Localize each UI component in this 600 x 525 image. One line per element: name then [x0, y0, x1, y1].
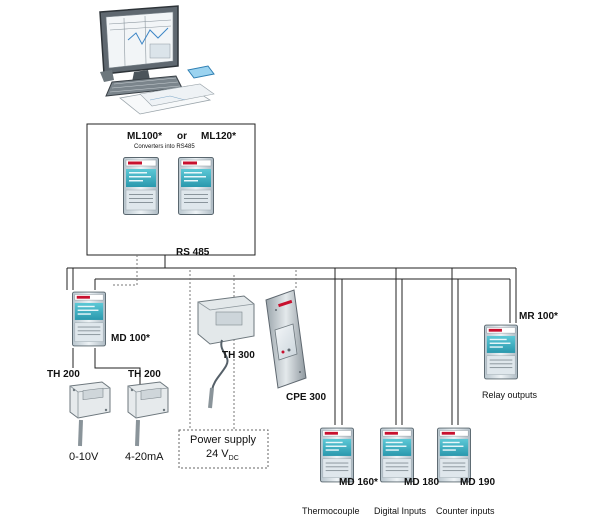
ml100-label: ML100* — [127, 131, 163, 142]
th200-transmitter-b-icon — [127, 381, 169, 419]
md160-label: MD 160* — [339, 477, 378, 488]
md160-module-icon — [320, 427, 354, 483]
th200-a-label: TH 200 — [47, 369, 80, 380]
converters-subtitle: Converters into RS485 — [134, 144, 195, 150]
output-0-10v-label: 0-10V — [69, 451, 99, 463]
th300-label: TH 300 — [222, 350, 255, 361]
relay-outputs-label: Relay outputs — [482, 390, 538, 400]
power-supply-label: Power supply — [190, 434, 257, 446]
md190-module-icon — [437, 427, 471, 483]
power-supply-box — [178, 429, 269, 469]
or-label: or — [177, 131, 187, 142]
ml120-module-icon — [178, 156, 214, 216]
mr100-label: MR 100* — [519, 311, 558, 322]
th200-b-label: TH 200 — [128, 369, 161, 380]
power-voltage-value: 24 V — [206, 448, 229, 460]
cpe300-label: CPE 300 — [286, 392, 327, 403]
th200-transmitter-a-icon — [69, 381, 111, 419]
digital-inputs-label: Digital Inputs — [374, 506, 427, 516]
md100-label: MD 100* — [111, 333, 150, 344]
rs485-label: RS 485 — [176, 247, 210, 258]
md180-module-icon — [380, 427, 414, 483]
ml120-label: ML120* — [201, 131, 237, 142]
converter-box — [86, 123, 256, 256]
mr100-module-icon — [484, 324, 518, 380]
ml100-module-icon — [123, 156, 159, 216]
th300-transmitter-icon — [197, 295, 255, 409]
md190-label: MD 190 — [460, 477, 496, 488]
md100-module-icon — [72, 291, 106, 347]
rs485-wiring — [66, 255, 517, 425]
md180-label: MD 180 — [404, 477, 440, 488]
th200-probe-b-icon — [135, 419, 140, 447]
cpe300-transmitter-icon — [265, 289, 307, 389]
counter-inputs-label: Counter inputs — [436, 506, 495, 516]
output-4-20ma-label: 4-20mA — [125, 451, 164, 463]
power-voltage-subscript: DC — [228, 455, 239, 463]
power-voltage-label: 24 VDC — [206, 448, 239, 462]
th200-probe-a-icon — [78, 419, 83, 447]
thermocouple-label: Thermocouple — [302, 506, 360, 516]
power-supply-wiring — [112, 255, 297, 430]
computer-workstation-icon — [99, 5, 215, 115]
